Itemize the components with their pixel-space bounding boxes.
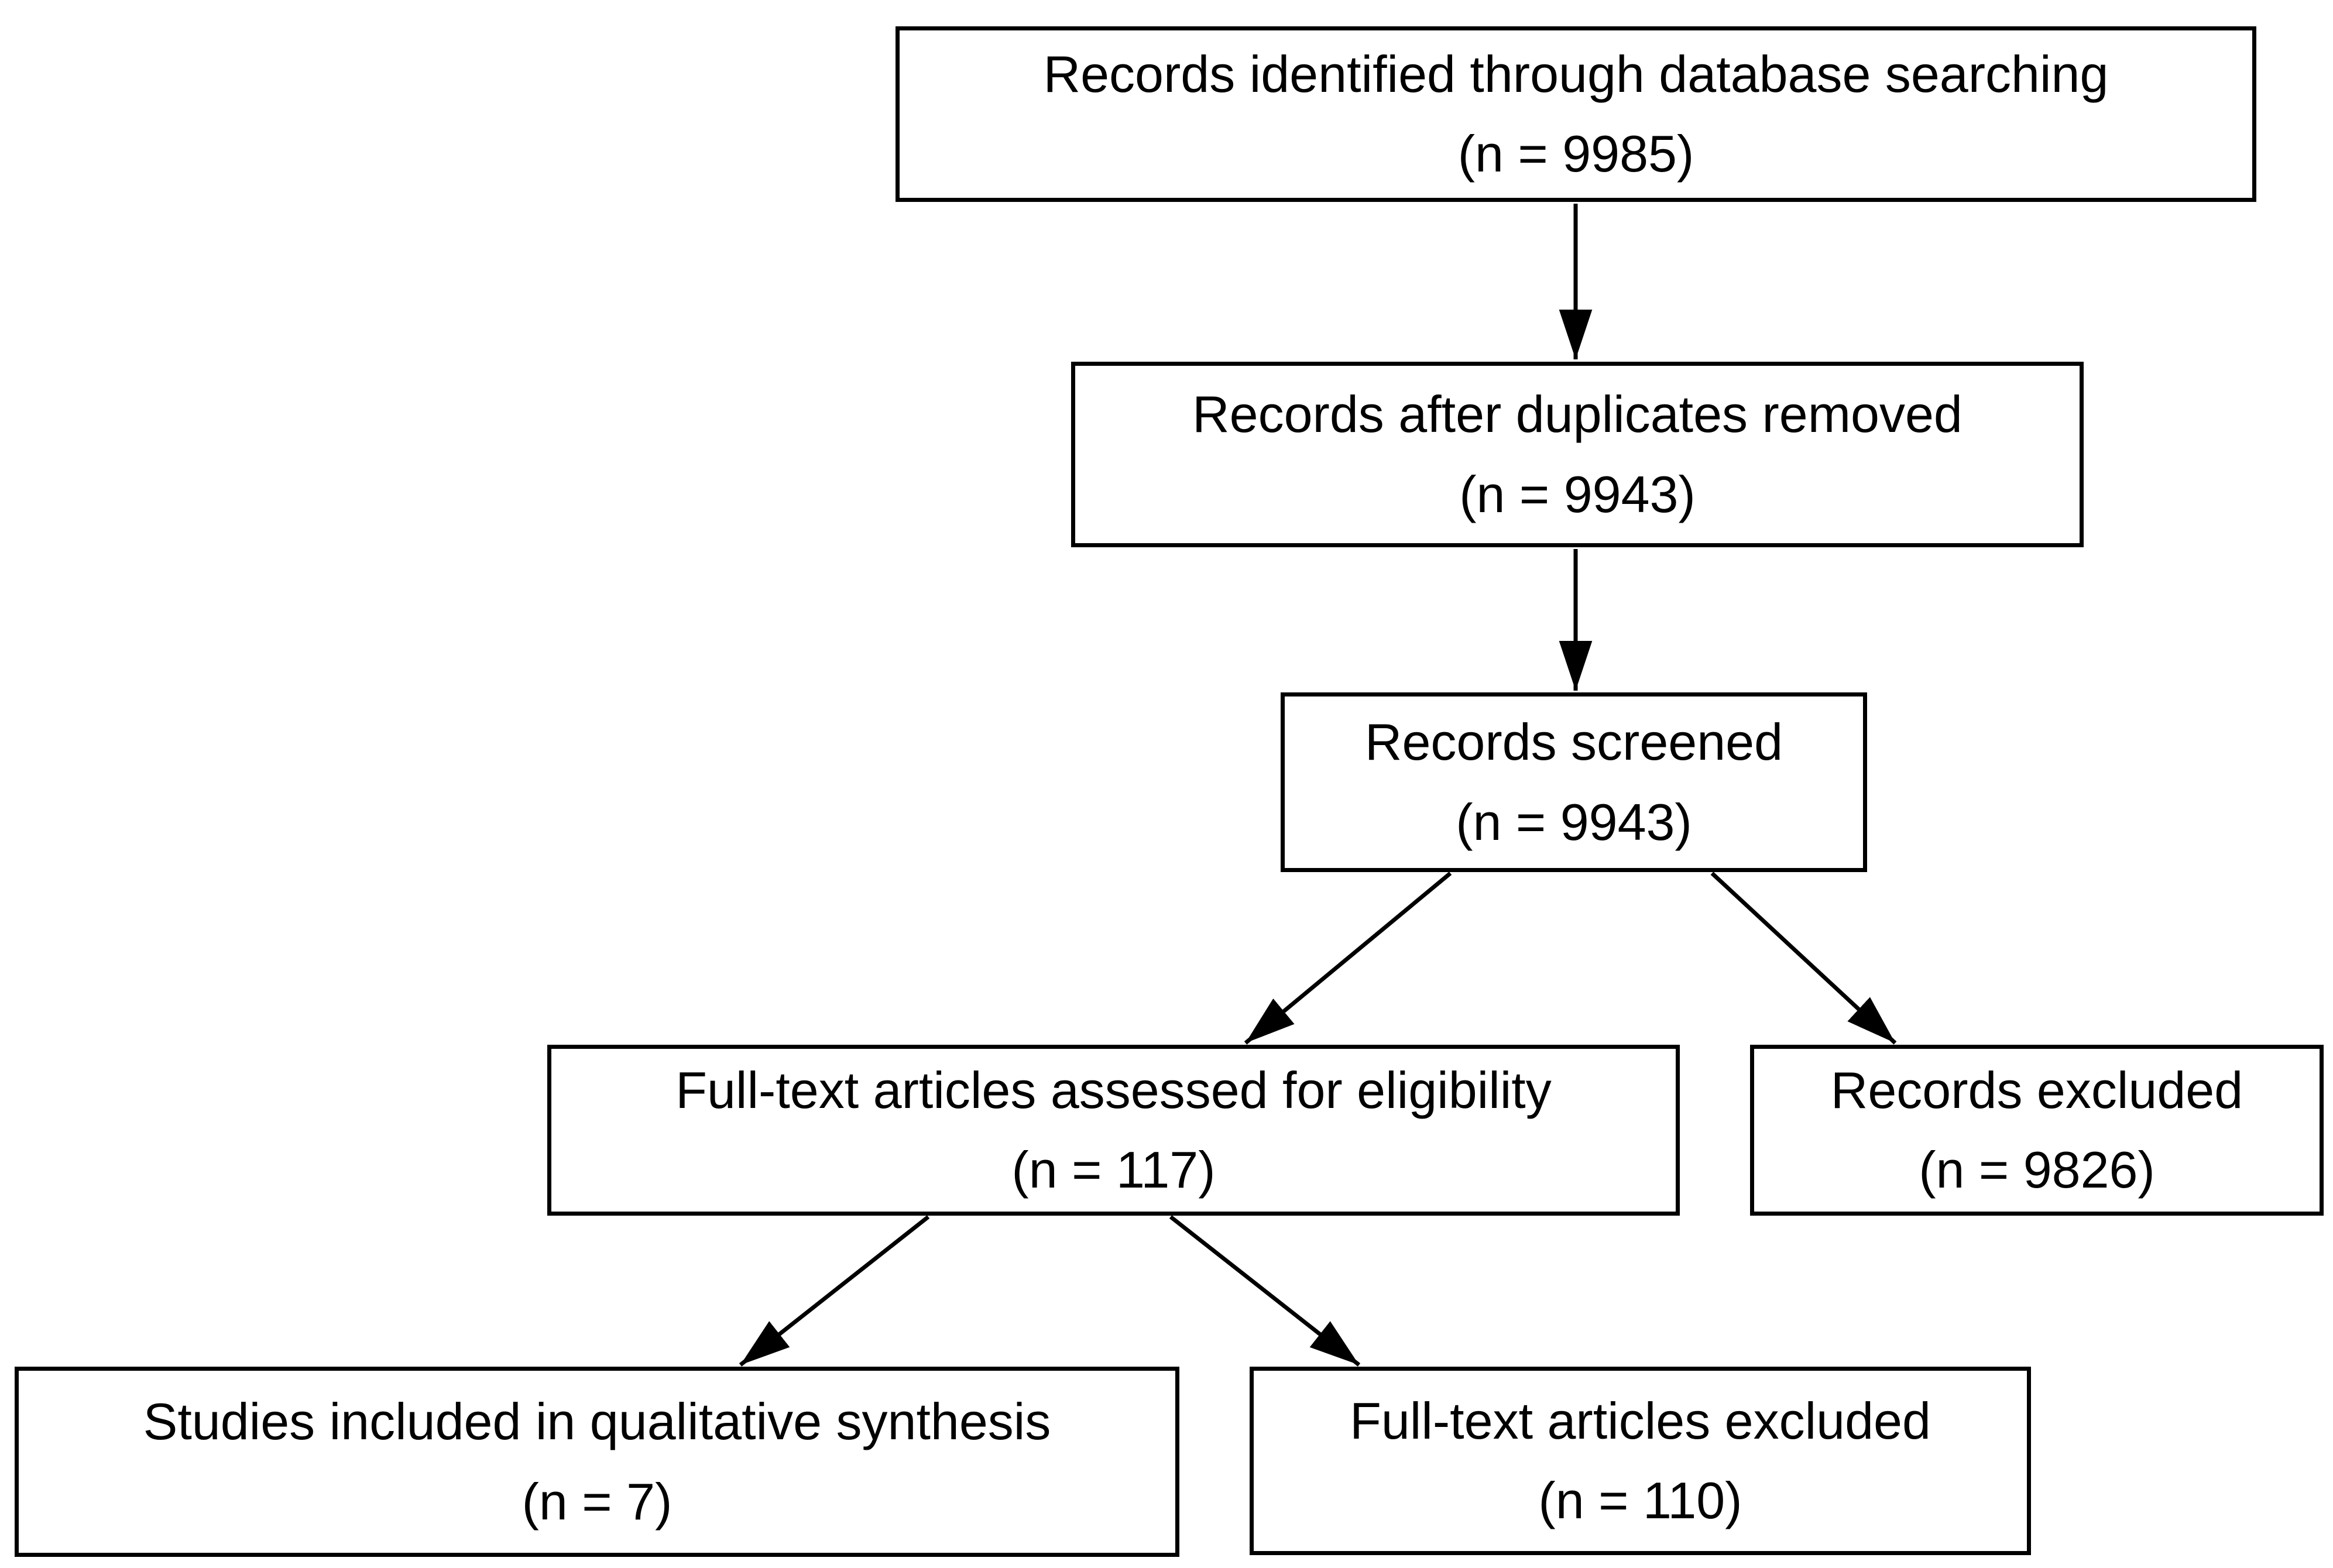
node-label: Full-text articles excluded — [1350, 1391, 1931, 1450]
node-count: (n = 9826) — [1919, 1141, 2155, 1199]
node-count: (n = 117) — [1011, 1141, 1216, 1199]
node-label: Records identified through database sear… — [1043, 44, 2109, 103]
node-count: (n = 9943) — [1459, 465, 1696, 523]
node-records-identified: Records identified through database sear… — [896, 26, 2256, 202]
arrow-screened-to-fulltext-assessed — [1244, 872, 1452, 1045]
node-fulltext-excluded: Full-text articles excluded (n = 110) — [1250, 1367, 2031, 1555]
arrow-fulltext-to-included — [739, 1215, 930, 1367]
node-label: Full-text articles assessed for eligibil… — [675, 1061, 1552, 1119]
node-label: Records excluded — [1830, 1061, 2243, 1119]
node-label: Studies included in qualitative synthesi… — [143, 1392, 1051, 1451]
arrow-fulltext-to-fulltext-excluded — [1169, 1215, 1361, 1367]
arrow-screened-to-records-excluded — [1710, 872, 1897, 1045]
node-count: (n = 9985) — [1457, 125, 1694, 183]
node-count: (n = 110) — [1538, 1471, 1742, 1529]
node-count: (n = 7) — [522, 1472, 673, 1531]
node-label: Records after duplicates removed — [1192, 385, 1963, 444]
node-records-screened: Records screened (n = 9943) — [1281, 692, 1867, 872]
node-studies-included: Studies included in qualitative synthesi… — [15, 1367, 1179, 1557]
node-duplicates-removed: Records after duplicates removed (n = 99… — [1071, 362, 2084, 547]
node-records-excluded: Records excluded (n = 9826) — [1750, 1045, 2324, 1216]
node-fulltext-assessed: Full-text articles assessed for eligibil… — [547, 1045, 1680, 1216]
node-count: (n = 9943) — [1456, 792, 1692, 851]
node-label: Records screened — [1364, 713, 1783, 771]
